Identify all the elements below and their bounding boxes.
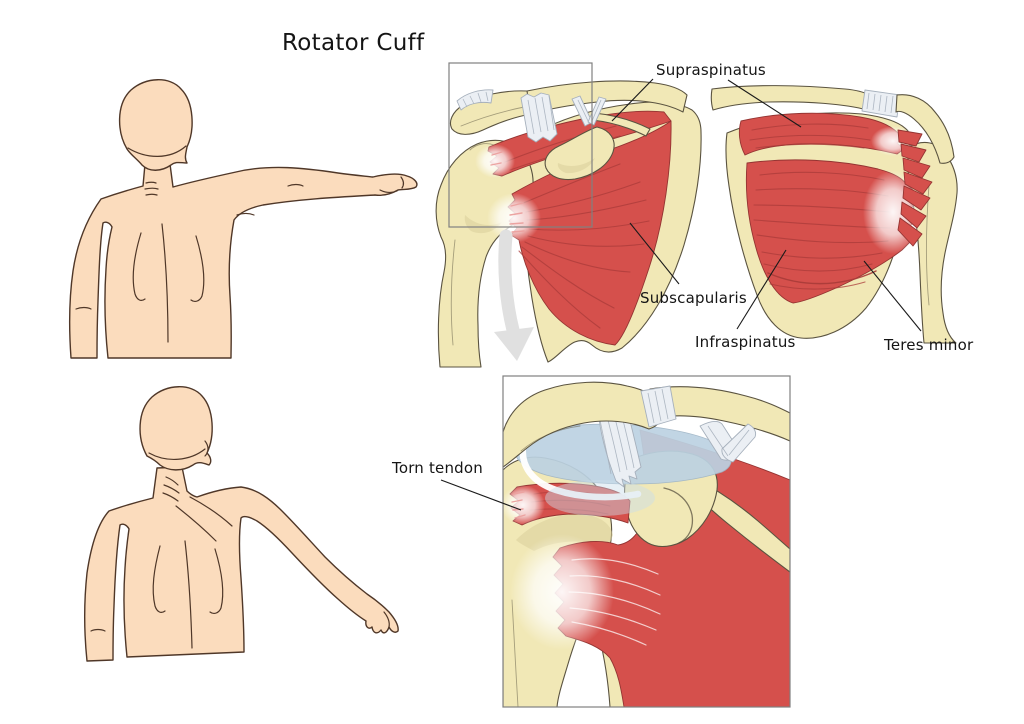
label-infraspinatus: Infraspinatus xyxy=(695,333,796,351)
detail-panel-content xyxy=(503,381,790,707)
page-title: Rotator Cuff xyxy=(282,30,425,56)
zoom-arrow xyxy=(494,229,534,361)
figure-lowered-body xyxy=(84,466,399,662)
scapula-superior-border xyxy=(591,112,651,137)
acromioclavicular-ligament xyxy=(861,89,901,118)
zoom-outline-box xyxy=(448,62,593,228)
detail-panel-border xyxy=(502,375,791,708)
label-pointer-lines xyxy=(440,78,922,511)
subscapularis-pointer xyxy=(629,222,680,285)
figure-raised-head xyxy=(118,79,193,171)
tendon-insertion-flaps xyxy=(897,129,933,247)
label-subscapularis: Subscapularis xyxy=(640,289,747,307)
detail-insertion-highlight xyxy=(510,534,614,650)
infraspinatus-pointer xyxy=(736,249,787,330)
anatomy-anterior-view xyxy=(435,80,702,368)
detail-torn-tendon-highlight xyxy=(503,485,545,525)
figure-arm-lowered xyxy=(84,386,399,662)
clavicle-bone-posterior xyxy=(710,85,870,111)
figure-raised-body xyxy=(68,163,418,359)
supraspinatus-pointer-left xyxy=(611,78,654,122)
detail-panel xyxy=(502,375,791,708)
teres-minor-separation xyxy=(767,270,877,285)
bursa-highlight-crescent xyxy=(519,443,642,501)
torn-supraspinatus-stump-highlight xyxy=(475,144,515,178)
figure-lowered-head xyxy=(139,386,213,471)
torn-subscapularis-tendon-highlight xyxy=(487,193,541,243)
label-teres-minor: Teres minor xyxy=(884,336,974,354)
teres-minor-pointer xyxy=(863,260,922,332)
anatomy-posterior-view xyxy=(710,85,958,344)
zoom-arrow-head xyxy=(494,327,534,361)
figure-arm-raised xyxy=(68,79,418,359)
label-torn-tendon: Torn tendon xyxy=(392,459,483,477)
torn-tendon-pointer xyxy=(440,479,522,511)
supraspinatus-pointer-right xyxy=(727,79,802,128)
acromion-process-posterior xyxy=(895,94,955,164)
label-supraspinatus: Supraspinatus xyxy=(656,61,766,79)
